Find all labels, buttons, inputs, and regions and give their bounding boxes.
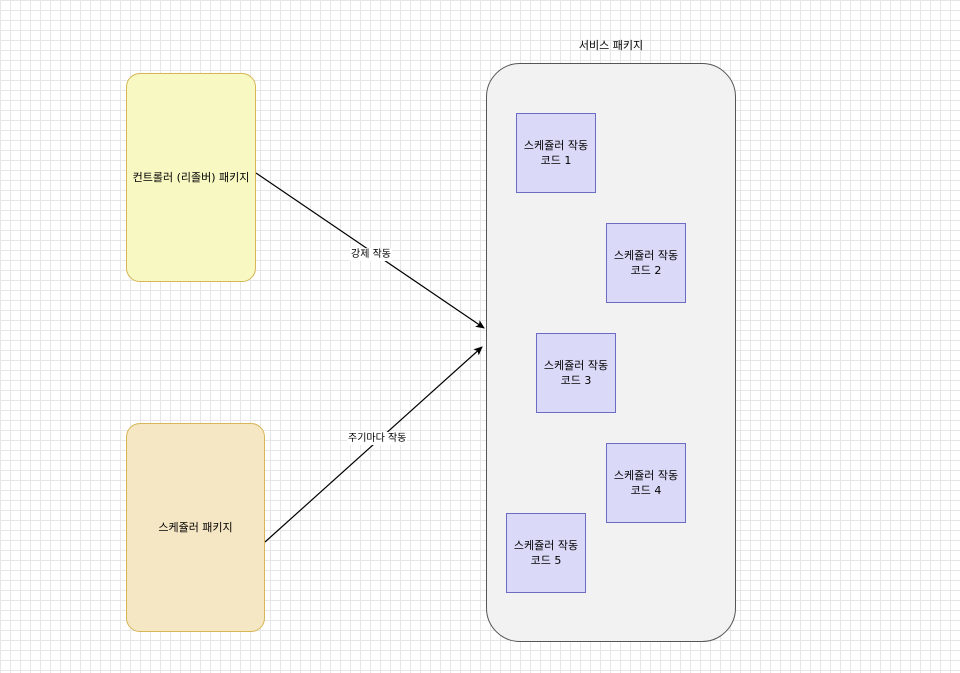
controller-package-label: 컨트롤러 (리졸버) 패키지 [132,171,250,184]
scheduler-code-1-label: 스케쥴러 작동 코드 1 [523,139,589,167]
scheduler-code-5-label: 스케쥴러 작동 코드 5 [513,539,579,567]
controller-package-node[interactable]: 컨트롤러 (리졸버) 패키지 [126,73,256,282]
scheduler-package-label: 스케쥴러 패키지 [158,521,233,534]
scheduler-code-3-label: 스케쥴러 작동 코드 3 [543,359,609,387]
scheduler-code-4-node[interactable]: 스케쥴러 작동 코드 4 [606,443,686,523]
edge-label-force-run: 강제 작동 [350,248,392,261]
scheduler-code-5-node[interactable]: 스케쥴러 작동 코드 5 [506,513,586,593]
service-package-title: 서비스 패키지 [578,39,644,52]
scheduler-code-1-node[interactable]: 스케쥴러 작동 코드 1 [516,113,596,193]
scheduler-code-4-label: 스케쥴러 작동 코드 4 [613,469,679,497]
scheduler-code-2-label: 스케쥴러 작동 코드 2 [613,249,679,277]
scheduler-code-2-node[interactable]: 스케쥴러 작동 코드 2 [606,223,686,303]
edge-label-periodic-run: 주기마다 작동 [347,432,408,445]
scheduler-code-3-node[interactable]: 스케쥴러 작동 코드 3 [536,333,616,413]
scheduler-package-node[interactable]: 스케쥴러 패키지 [126,423,265,632]
